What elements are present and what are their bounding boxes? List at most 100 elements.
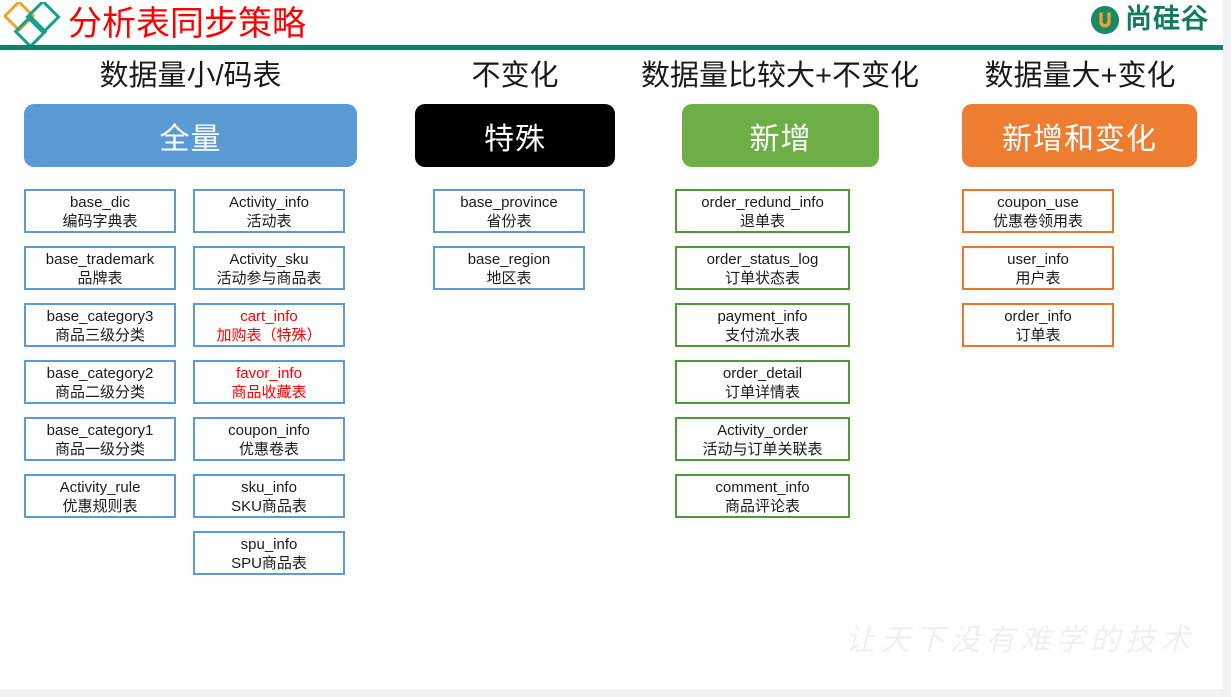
- table-box[interactable]: favor_info 商品收藏表: [193, 360, 345, 404]
- table-name-en: base_category2: [46, 365, 154, 382]
- table-name-en: payment_info: [717, 308, 808, 325]
- table-name-cn: 商品收藏表: [231, 384, 307, 401]
- table-box-group: Activity_info 活动表 Activity_sku 活动参与商品表 cart_…: [193, 189, 345, 588]
- table-name-en: base_region: [467, 251, 551, 268]
- table-name-en: sku_info: [241, 479, 297, 496]
- diamond-logo-icon: [4, 2, 61, 48]
- header-divider: [0, 45, 1223, 50]
- table-name-cn: 活动与订单关联表: [702, 441, 823, 458]
- table-box[interactable]: Activity_info 活动表: [193, 189, 345, 233]
- table-name-cn: SPU商品表: [231, 555, 307, 572]
- column-strategy-pill[interactable]: 全量: [24, 104, 357, 167]
- table-name-cn: 品牌表: [77, 270, 123, 287]
- table-name-cn: 订单详情表: [724, 384, 800, 401]
- table-name-en: order_redund_info: [701, 194, 824, 211]
- table-box[interactable]: order_info 订单表: [962, 303, 1114, 347]
- table-name-cn: 优惠卷表: [238, 441, 299, 458]
- table-name-cn: 订单状态表: [724, 270, 800, 287]
- table-name-en: user_info: [1007, 251, 1069, 268]
- table-name-en: spu_info: [240, 536, 298, 553]
- table-name-cn: 商品三级分类: [54, 327, 145, 344]
- column-heading: 数据量小/码表: [99, 60, 282, 92]
- table-box[interactable]: base_dic 编码字典表: [24, 189, 176, 233]
- table-name-en: Activity_info: [228, 194, 310, 211]
- table-name-en: comment_info: [715, 479, 810, 496]
- table-name-cn: 支付流水表: [724, 327, 800, 344]
- strategy-column: 不变化特殊 base_province 省份表 base_region 地区表: [415, 56, 615, 303]
- column-heading: 数据量大+变化: [984, 60, 1176, 92]
- watermark-text: 让天下没有难学的技术: [845, 623, 1195, 658]
- table-name-cn: 商品二级分类: [54, 384, 145, 401]
- table-name-en: coupon_info: [228, 422, 310, 439]
- table-box[interactable]: Activity_rule 优惠规则表: [24, 474, 176, 518]
- table-box[interactable]: order_status_log 订单状态表: [675, 246, 850, 290]
- table-name-cn: 商品评论表: [724, 498, 800, 515]
- table-name-en: base_category1: [46, 422, 154, 439]
- table-name-cn: 订单表: [1015, 327, 1061, 344]
- table-box-groups: base_province 省份表 base_region 地区表: [415, 189, 615, 303]
- table-name-en: base_category3: [46, 308, 154, 325]
- brand-name: 尚硅谷: [1125, 4, 1209, 35]
- table-name-en: base_province: [460, 194, 558, 211]
- table-box[interactable]: payment_info 支付流水表: [675, 303, 850, 347]
- table-name-en: Activity_sku: [229, 251, 309, 268]
- table-box[interactable]: coupon_info 优惠卷表: [193, 417, 345, 461]
- column-strategy-pill[interactable]: 新增和变化: [962, 104, 1197, 167]
- table-name-en: Activity_order: [717, 422, 808, 439]
- table-box[interactable]: user_info 用户表: [962, 246, 1114, 290]
- table-name-en: order_detail: [722, 365, 803, 382]
- table-name-cn: 优惠规则表: [62, 498, 138, 515]
- slide-header: 分析表同步策略 尚硅谷: [0, 0, 1223, 50]
- table-name-cn: 加购表（特殊）: [216, 327, 322, 344]
- table-name-cn: 用户表: [1015, 270, 1061, 287]
- column-heading: 不变化: [471, 60, 559, 92]
- page-title: 分析表同步策略: [68, 5, 306, 43]
- table-box[interactable]: base_category2 商品二级分类: [24, 360, 176, 404]
- table-name-cn: 地区表: [486, 270, 532, 287]
- table-name-en: Activity_rule: [59, 479, 141, 496]
- table-box[interactable]: cart_info 加购表（特殊）: [193, 303, 345, 347]
- table-name-en: cart_info: [240, 308, 298, 325]
- table-name-cn: 优惠卷领用表: [992, 213, 1083, 230]
- table-name-en: order_status_log: [706, 251, 819, 268]
- table-name-en: favor_info: [236, 365, 302, 382]
- table-box[interactable]: base_category3 商品三级分类: [24, 303, 176, 347]
- table-name-cn: 退单表: [739, 213, 785, 230]
- table-box[interactable]: order_detail 订单详情表: [675, 360, 850, 404]
- table-box[interactable]: base_category1 商品一级分类: [24, 417, 176, 461]
- column-heading: 数据量比较大+不变化: [641, 60, 919, 92]
- strategy-column: 数据量比较大+不变化新增 order_redund_info 退单表 order_st…: [620, 56, 940, 531]
- table-name-cn: 编码字典表: [62, 213, 138, 230]
- table-name-en: base_dic: [69, 194, 131, 211]
- table-name-en: order_info: [1004, 308, 1072, 325]
- table-name-cn: 商品一级分类: [54, 441, 145, 458]
- table-name-cn: 省份表: [486, 213, 532, 230]
- table-name-cn: 活动参与商品表: [216, 270, 322, 287]
- table-box[interactable]: comment_info 商品评论表: [675, 474, 850, 518]
- table-box[interactable]: base_region 地区表: [433, 246, 585, 290]
- table-box-group: base_province 省份表 base_region 地区表: [433, 189, 585, 303]
- table-box[interactable]: base_province 省份表: [433, 189, 585, 233]
- table-name-cn: 活动表: [246, 213, 292, 230]
- atguigu-u-icon: [1090, 5, 1120, 35]
- table-name-cn: SKU商品表: [231, 498, 307, 515]
- table-box-groups: order_redund_info 退单表 order_status_log 订单状态…: [620, 189, 940, 531]
- column-strategy-pill[interactable]: 特殊: [415, 104, 615, 167]
- brand-logo: 尚硅谷: [1090, 5, 1209, 35]
- table-box[interactable]: order_redund_info 退单表: [675, 189, 850, 233]
- column-strategy-pill[interactable]: 新增: [682, 104, 879, 167]
- table-box-group: order_redund_info 退单表 order_status_log 订单状态…: [675, 189, 850, 531]
- table-box[interactable]: Activity_order 活动与订单关联表: [675, 417, 850, 461]
- table-box[interactable]: Activity_sku 活动参与商品表: [193, 246, 345, 290]
